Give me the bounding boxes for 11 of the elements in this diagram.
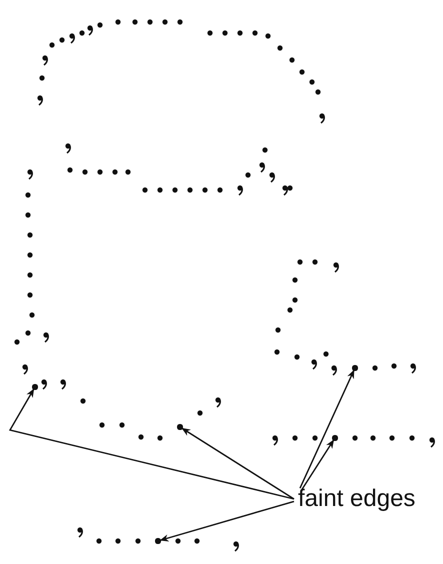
leader-arrow [301,439,334,490]
dot [332,435,338,441]
leader-arrow [160,500,294,542]
dot [352,365,358,371]
leader-arrow [181,428,294,500]
annotation-label: faint edges [298,487,416,511]
leader-arrow [8,388,294,500]
dot [155,538,161,544]
leader-arrow [299,370,355,488]
dot [177,424,183,430]
dot [32,384,38,390]
